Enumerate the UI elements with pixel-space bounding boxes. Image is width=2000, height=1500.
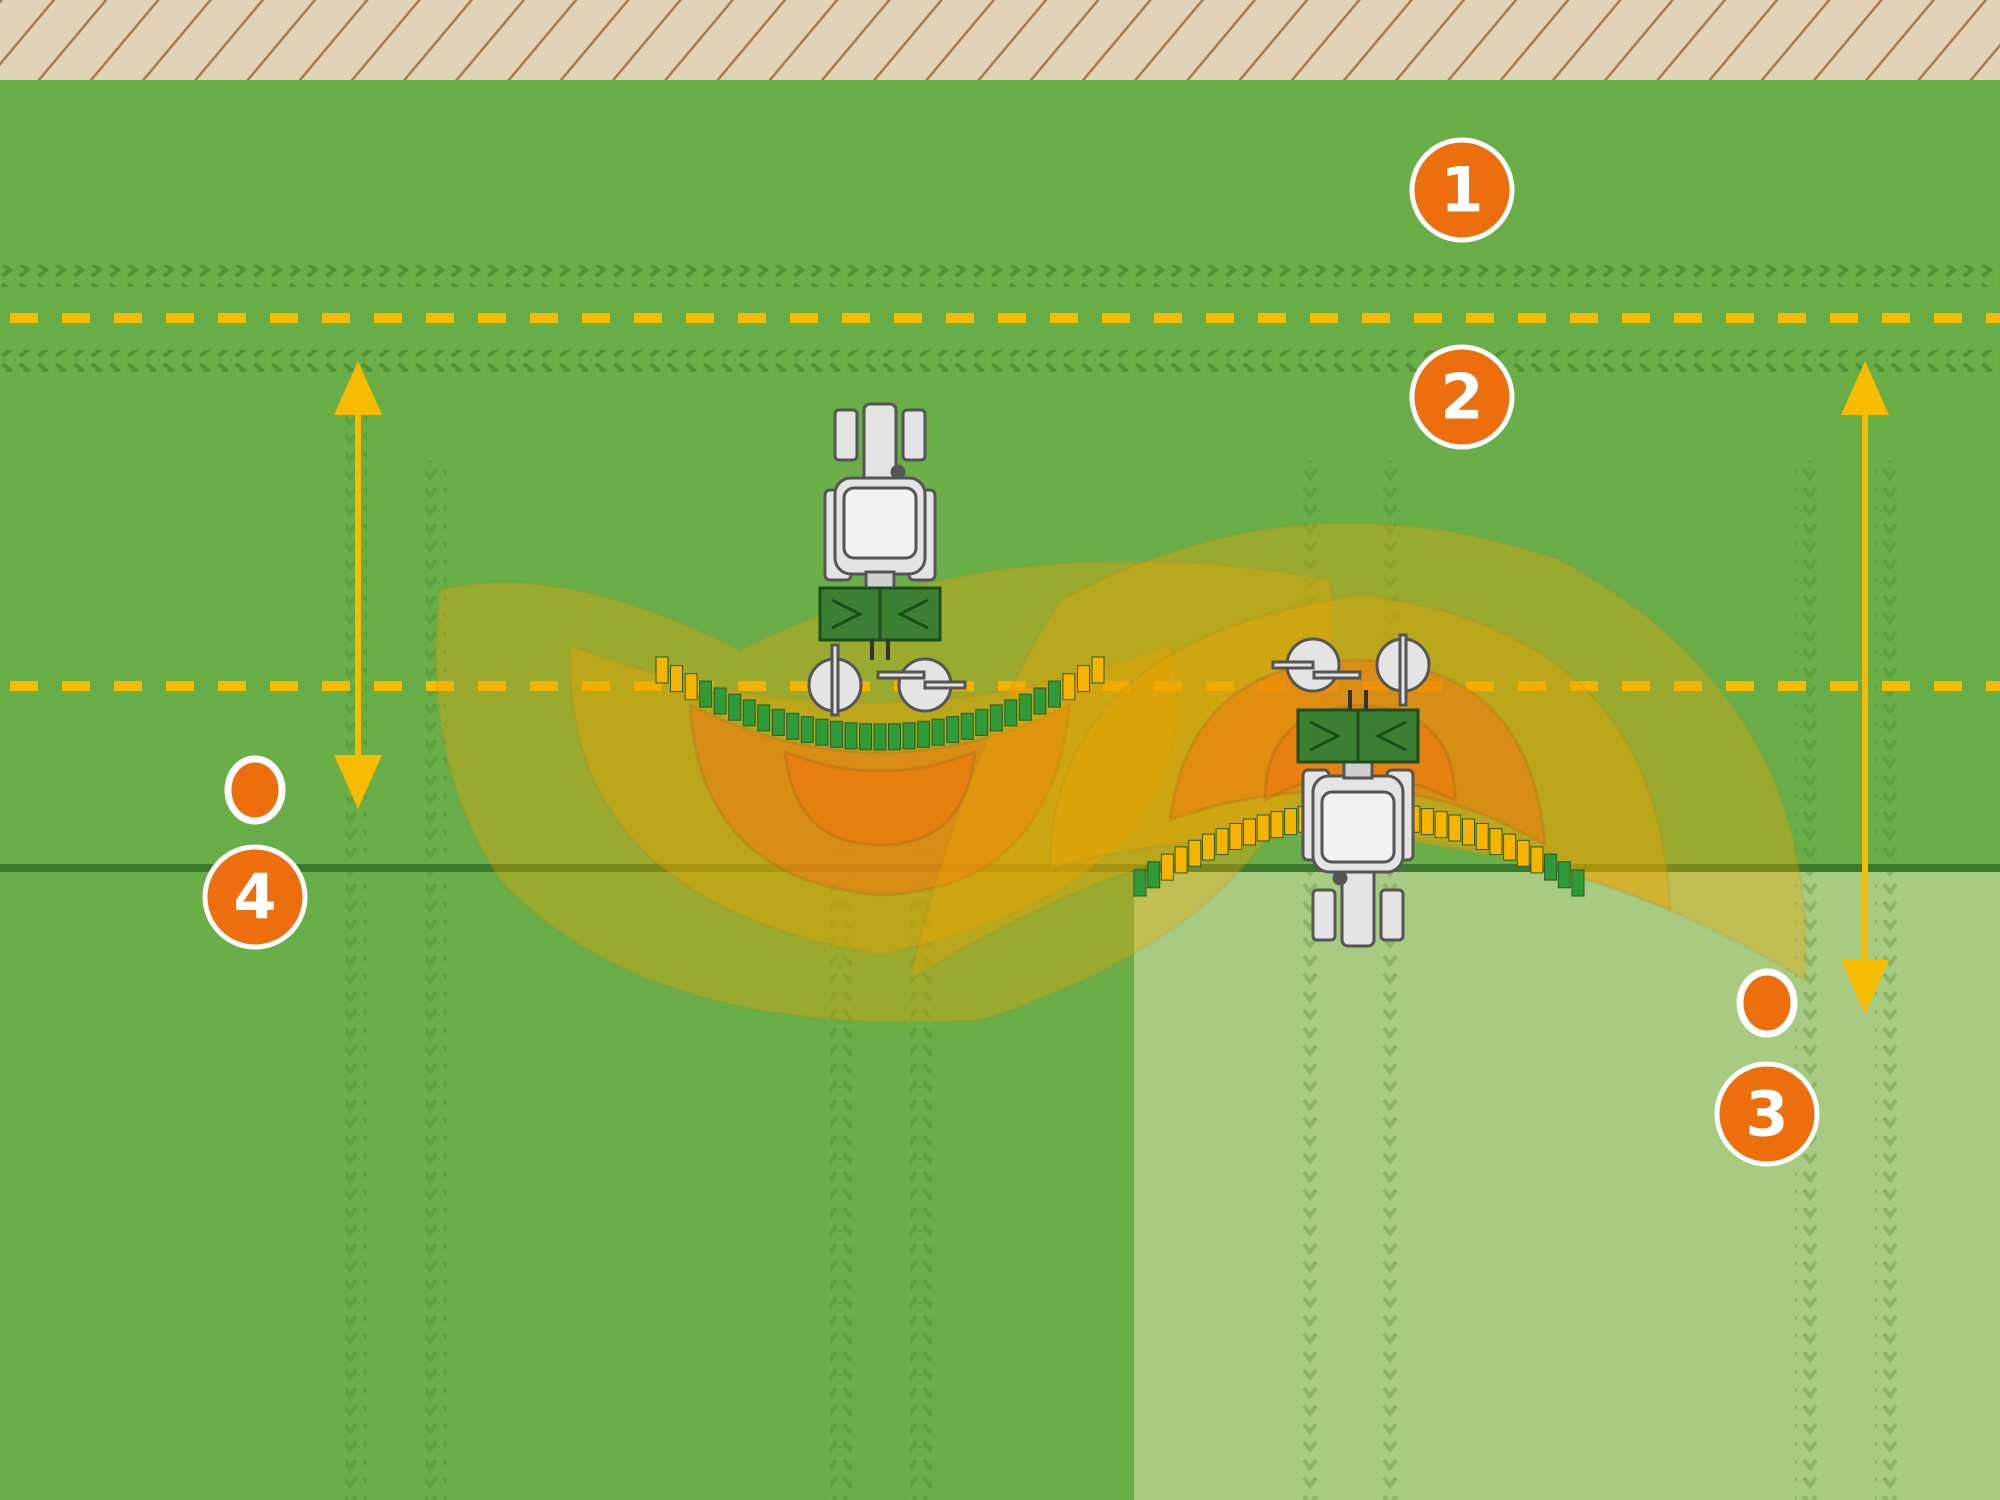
tractor-body [823,402,937,592]
field-edge-strip [0,0,2000,80]
boom-section [1489,828,1503,856]
marker-2: 2 [1409,344,1515,450]
vertical-track [830,820,852,1500]
boom-section [859,723,872,751]
boom-section [917,720,931,748]
headland-track-upper [0,265,2000,287]
boom-section [1133,869,1147,897]
boom-section [975,708,989,736]
vertical-track [1795,460,1817,1500]
boom-section [1062,673,1076,701]
marker-label: 3 [1745,1078,1788,1151]
boom-section [1201,833,1215,861]
boom-section [1462,818,1475,846]
boom-section [1270,811,1284,839]
boom-section [1544,853,1558,881]
boom-section [670,665,683,693]
boom-section [989,704,1003,732]
marker-label: 2 [1440,361,1483,434]
boom-section [1516,839,1530,867]
boom-section [1018,693,1032,721]
boom-section [873,723,887,751]
boom-section [1147,861,1161,889]
boom-section [1530,846,1544,874]
boom-section [655,656,669,684]
headland-track-lower [0,350,2000,372]
vertical-track [425,460,447,1500]
boom-section [931,718,945,746]
boom-section [1284,808,1298,836]
boom-section [684,673,698,701]
boom-section [1174,846,1188,874]
marker-label: 1 [1440,154,1483,227]
tractor-icon [807,402,967,717]
vertical-track [910,820,932,1500]
boom-section [1077,665,1090,693]
position-dot-icon [1736,968,1798,1038]
marker-label: 4 [233,861,276,934]
boom-section [728,693,742,721]
boom-section [946,716,960,744]
marker-4: 4 [202,844,308,950]
boom-section [960,712,974,740]
boom-section [1091,656,1105,684]
tractor-body [1301,758,1415,948]
boom-section [1448,814,1462,842]
boom-section [713,687,727,715]
tractor-icon [1271,633,1431,948]
boom-section [1243,818,1256,846]
boom-section [1256,814,1270,842]
position-dot-icon [224,755,286,825]
boom-section [844,722,858,750]
boom-section [1557,861,1571,889]
boom-section [888,723,901,751]
boom-section [902,722,916,750]
boom-section [757,704,771,732]
boom-section [1047,680,1061,708]
boom-section [815,718,829,746]
boom-section [1188,839,1202,867]
boom-section [1475,823,1489,850]
boom-section [1420,808,1434,836]
vertical-track [1875,460,1897,1500]
marker-3: 3 [1714,1061,1820,1167]
fertilizer-spreader-icon [1271,633,1431,764]
boom-section [1434,811,1448,839]
boom-section [800,716,814,744]
marker-1: 1 [1409,137,1515,243]
boom-section [1160,853,1174,881]
boom-section [829,720,843,748]
boom-section [699,680,713,708]
boom-section [1215,828,1229,856]
boom-section [742,699,756,727]
boom-section [1004,699,1018,727]
boom-section [1503,833,1517,861]
boom-section [1033,687,1047,715]
boom-sections-left [655,656,1105,751]
processed-area [1134,870,2000,1500]
boom-section [771,708,785,736]
boom-section [786,712,800,740]
boom-section [1571,869,1585,897]
boom-section [1229,823,1243,850]
fertilizer-spreader-icon [807,586,967,717]
